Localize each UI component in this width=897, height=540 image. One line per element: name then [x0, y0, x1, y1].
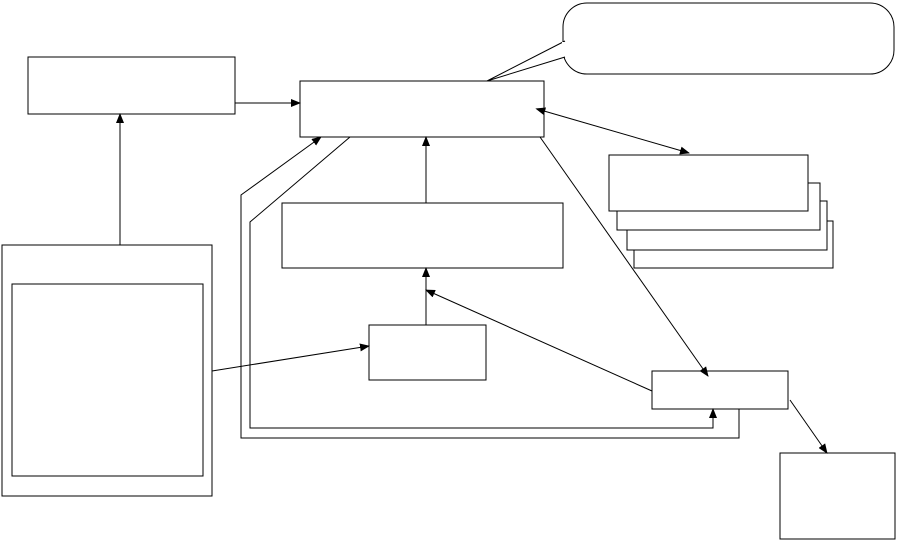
loop-outer-to-central [240, 136, 740, 439]
stacked-doc-1 [608, 154, 809, 212]
mid-box [281, 202, 564, 269]
lower-right-box [651, 370, 789, 410]
arrow-lowerright-to-bottomright [789, 399, 828, 454]
bottom-right-box [779, 452, 896, 540]
arrow-left-to-small [211, 343, 370, 372]
small-center-box [368, 324, 487, 381]
loop-inner-to-lowerright [249, 136, 717, 429]
callout-pointer [486, 40, 566, 82]
top-left-box [27, 56, 236, 115]
arrow-lowerright-to-mid [425, 289, 653, 392]
left-inner-box [11, 283, 204, 477]
arrow-central-docs-bidirectional [535, 107, 690, 155]
central-top-box [299, 80, 545, 138]
connectors [116, 99, 828, 454]
arrow-central-to-lowerright [539, 136, 709, 377]
stacked-docs [608, 154, 834, 269]
callout-bubble [486, 2, 895, 82]
